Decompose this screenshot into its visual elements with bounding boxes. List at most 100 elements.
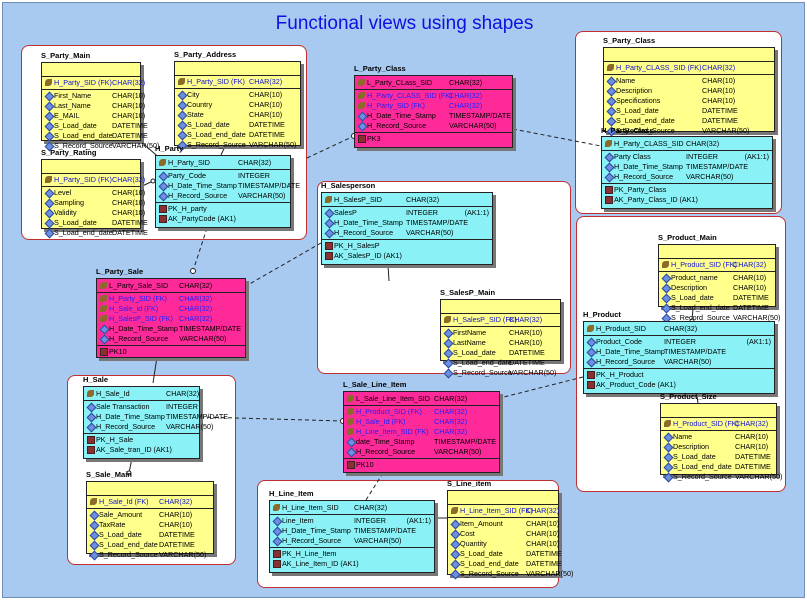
attribute-separator <box>97 292 245 293</box>
column-name: Item_Amount <box>460 519 503 528</box>
attribute-icon <box>450 519 461 530</box>
column-name: H_Sale_Id <box>96 389 130 398</box>
key-row: H_SalesP_SID (FK)CHAR(32) <box>441 315 560 325</box>
column-name: H_Party_SID (FK) <box>109 294 167 303</box>
attribute-icon <box>357 121 368 132</box>
column-name: S_Record_Source <box>54 141 113 150</box>
column-type: CHAR(32) <box>509 315 543 324</box>
column-type: CHAR(32) <box>702 63 736 72</box>
column-type: DATETIME <box>733 303 769 312</box>
column-type: CHAR(32) <box>664 324 698 333</box>
entity-name: S_Party_Rating <box>41 148 97 157</box>
primary-key-row: H_Product_SID CHAR(32) <box>584 324 774 334</box>
column-key-note: (AK1:1) <box>406 516 431 525</box>
attribute-icon <box>44 198 55 209</box>
column-name: H_Party_CLASS_SID (FK) <box>367 91 453 100</box>
column-type: INTEGER <box>238 171 270 180</box>
column-type: TIMESTAMP/DATE <box>406 218 469 227</box>
diagram-title: Functional views using shapes <box>275 13 534 34</box>
column-type: INTEGER <box>166 402 198 411</box>
column-type: VARCHAR(50) <box>159 550 207 559</box>
column-type: CHAR(32) <box>238 158 272 167</box>
attribute-icon <box>89 520 100 531</box>
column-type: VARCHAR(50) <box>664 357 712 366</box>
column-name: Country <box>187 100 213 109</box>
key-icon <box>347 418 354 425</box>
column-name: PK_H_SalesP <box>334 241 380 250</box>
column-type: INTEGER <box>686 152 718 161</box>
column-name: date_Time_Stamp <box>356 437 415 446</box>
attribute-icon <box>443 348 454 359</box>
column-type: CHAR(32) <box>179 281 213 290</box>
column-type: DATETIME <box>112 121 148 130</box>
column-type: CHAR(32) <box>166 389 200 398</box>
column-name: PK3 <box>367 134 381 143</box>
column-name: S_Load_date <box>99 530 142 539</box>
index-row: PK3 <box>355 134 512 144</box>
column-type: DATETIME <box>526 549 562 558</box>
column-name: First_Name <box>54 91 92 100</box>
column-name: Party Class <box>614 152 651 161</box>
index-separator <box>355 132 512 133</box>
index-icon <box>347 461 355 469</box>
column-name: S_Record_Source <box>99 550 158 559</box>
column-name: H_Product_SID <box>596 324 646 333</box>
column-type: CHAR(32) <box>406 195 440 204</box>
column-type: CHAR(10) <box>112 198 146 207</box>
attribute-separator <box>659 271 775 272</box>
column-name: H_Sale_id (FK) <box>109 304 159 313</box>
entity-s-line-item: S_Line_item H_Line_Item_SID (FK)CHAR(32)… <box>447 479 573 580</box>
entity-name: L_Party_Class <box>354 64 406 73</box>
entity-name: S_Sale_Main <box>86 470 132 479</box>
column-name: H_Product_SID (FK) <box>671 260 737 269</box>
attribute-icon <box>450 569 461 580</box>
column-type: DATETIME <box>733 293 769 302</box>
key-icon <box>45 176 52 183</box>
column-name: S_Load_date <box>54 121 97 130</box>
column-name: H_Record_Source <box>367 121 427 130</box>
column-type: VARCHAR(50) <box>249 140 297 149</box>
attribute-icon <box>324 228 335 239</box>
attribute-icon <box>586 347 597 358</box>
index-icon <box>273 560 281 568</box>
column-key-note: (AK1:1) <box>464 208 489 217</box>
attribute-icon <box>661 273 672 284</box>
column-type: CHAR(10) <box>735 442 769 451</box>
key-icon <box>178 78 185 85</box>
column-name: H_Sale_Id (FK) <box>99 497 149 506</box>
attribute-icon <box>44 188 55 199</box>
index-separator <box>97 345 245 346</box>
attribute-icon <box>177 130 188 141</box>
column-name: Name <box>673 432 693 441</box>
attribute-icon <box>44 91 55 102</box>
column-name: H_Record_Source <box>356 447 416 456</box>
attribute-icon <box>663 452 674 463</box>
column-type: CHAR(10) <box>249 100 283 109</box>
column-name: H_Party_CLASS_SID <box>614 139 684 148</box>
key-separator <box>42 76 140 77</box>
entity-name: H_Party <box>155 144 184 153</box>
column-name: H_Record_Source <box>109 334 169 343</box>
attribute-separator <box>604 74 774 75</box>
column-name: SalesP <box>334 208 357 217</box>
attribute-icon <box>604 172 615 183</box>
column-name: Last_Name <box>54 101 91 110</box>
index-row: AK_Line_Item_ID (AK1) <box>270 559 434 569</box>
key-icon <box>587 325 594 332</box>
column-type: TIMESTAMP/DATE <box>686 162 749 171</box>
